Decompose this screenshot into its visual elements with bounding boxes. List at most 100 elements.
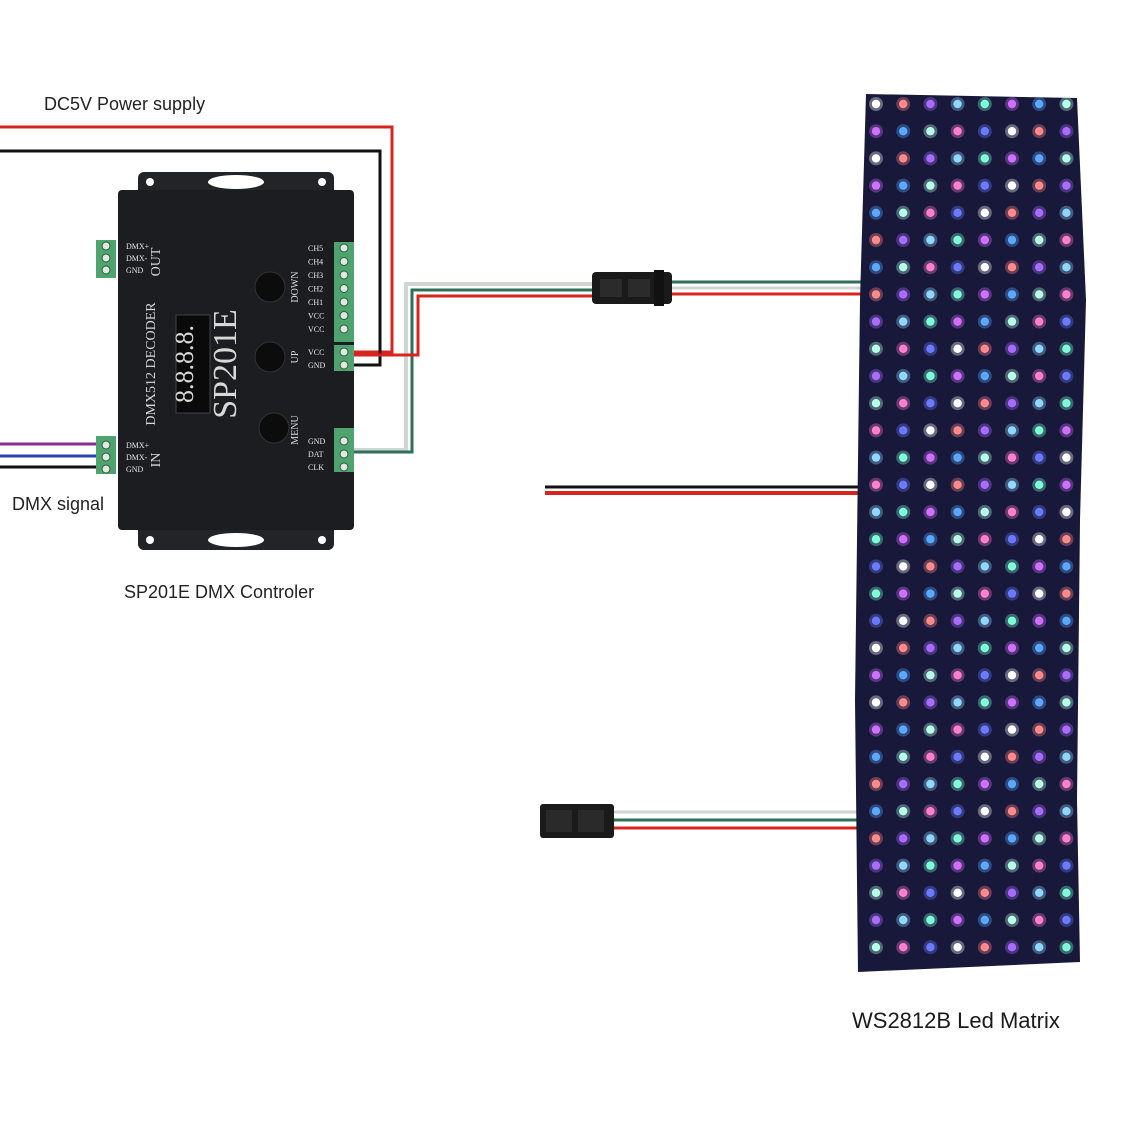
led-pixel xyxy=(871,861,881,870)
terminal-screw xyxy=(101,464,111,474)
led-pixel xyxy=(1062,399,1071,408)
led-pixel xyxy=(1062,208,1071,217)
led-pixel xyxy=(1007,399,1017,408)
led-pixel xyxy=(1007,589,1017,598)
led-pixel xyxy=(899,99,908,109)
led-pixel xyxy=(953,643,962,653)
pin-label: GND xyxy=(126,465,144,474)
led-pixel xyxy=(1062,127,1071,136)
led-pixel xyxy=(871,643,881,653)
pin-label: CH3 xyxy=(308,271,323,280)
led-pixel xyxy=(1035,861,1044,870)
led-pixel xyxy=(1035,752,1044,761)
led-pixel xyxy=(980,779,989,789)
menu-button xyxy=(258,412,290,444)
led-pixel xyxy=(1062,453,1071,462)
led-pixel xyxy=(926,943,935,952)
led-pixel xyxy=(899,290,908,299)
led-pixel xyxy=(871,371,881,381)
led-pixel xyxy=(871,453,881,462)
led-pixel xyxy=(1062,344,1071,353)
terminal-screw xyxy=(339,462,349,472)
led-pixel xyxy=(953,725,962,734)
led-pixel xyxy=(980,399,989,408)
segment-display xyxy=(175,314,211,414)
led-pixel xyxy=(1035,453,1044,462)
led-pixel xyxy=(1007,181,1017,190)
pin-label: VCC xyxy=(308,312,324,321)
led-pixel xyxy=(871,616,881,625)
led-pixel xyxy=(1062,426,1071,435)
led-pixel xyxy=(926,888,935,897)
led-pixel xyxy=(980,480,989,489)
pin-label: GND xyxy=(126,266,144,275)
led-pixel xyxy=(1007,317,1017,326)
led-pixel xyxy=(871,589,881,598)
led-pixel xyxy=(1035,671,1044,680)
led-pixel xyxy=(899,344,908,353)
led-pixel xyxy=(980,535,989,544)
led-pixel xyxy=(953,290,962,299)
led-pixel xyxy=(1062,698,1071,707)
led-pixel xyxy=(1062,589,1071,598)
led-pixel xyxy=(926,643,935,653)
led-pixel xyxy=(1035,807,1044,816)
led-pixel xyxy=(953,263,962,272)
led-matrix xyxy=(855,94,1086,972)
led-pixel xyxy=(871,507,881,517)
led-pixel xyxy=(899,535,908,544)
led-pixel xyxy=(871,317,881,326)
led-pixel xyxy=(871,263,881,272)
led-pixel xyxy=(1035,344,1044,353)
pin-label: CH2 xyxy=(308,285,323,294)
out-pin-labels: DMX+DMX-GND xyxy=(101,241,150,275)
up-button xyxy=(254,341,286,373)
led-pixel xyxy=(1035,127,1044,136)
led-pixel xyxy=(953,807,962,816)
pin-label: DMX- xyxy=(126,453,148,462)
led-pixel xyxy=(899,752,908,761)
led-pixel xyxy=(1062,915,1071,925)
led-pixel xyxy=(980,943,989,952)
led-pixel xyxy=(871,535,881,544)
led-pixel xyxy=(926,480,935,489)
led-pixel xyxy=(1035,290,1044,299)
jst-connector-bottom xyxy=(540,804,860,838)
led-pixel xyxy=(899,154,908,163)
led-pixel xyxy=(926,99,935,109)
led-pixel xyxy=(1035,507,1044,517)
led-pixel xyxy=(980,154,989,163)
led-pixel xyxy=(899,643,908,653)
matrix-label: WS2812B Led Matrix xyxy=(852,1008,1060,1033)
led-pixel xyxy=(926,263,935,272)
led-pixel xyxy=(899,181,908,190)
led-pixel xyxy=(926,535,935,544)
led-pixel xyxy=(1062,181,1071,190)
led-pixel xyxy=(926,290,935,299)
led-pixel xyxy=(899,507,908,517)
led-pixel xyxy=(926,208,935,217)
led-pixel xyxy=(980,861,989,870)
led-pixel xyxy=(953,181,962,190)
in-pin-labels: DMX+DMX-GND xyxy=(101,440,150,474)
led-pixel xyxy=(1035,915,1044,925)
pin-label: DMX- xyxy=(126,254,148,263)
led-pixel xyxy=(1062,616,1071,625)
led-pixel xyxy=(1007,752,1017,761)
power-terminal-block xyxy=(334,345,354,371)
led-pixel xyxy=(899,426,908,435)
led-pixel xyxy=(926,317,935,326)
menu-button-label: MENU xyxy=(290,415,301,445)
led-pixel xyxy=(1035,535,1044,544)
terminal-screw xyxy=(339,360,349,370)
led-pixel xyxy=(926,589,935,598)
led-pixel xyxy=(899,779,908,789)
led-pixel xyxy=(1062,235,1071,245)
led-pixel xyxy=(980,643,989,653)
led-pixel xyxy=(926,752,935,761)
led-pixel xyxy=(899,453,908,462)
led-pixel xyxy=(899,371,908,381)
led-pixel xyxy=(871,99,881,109)
